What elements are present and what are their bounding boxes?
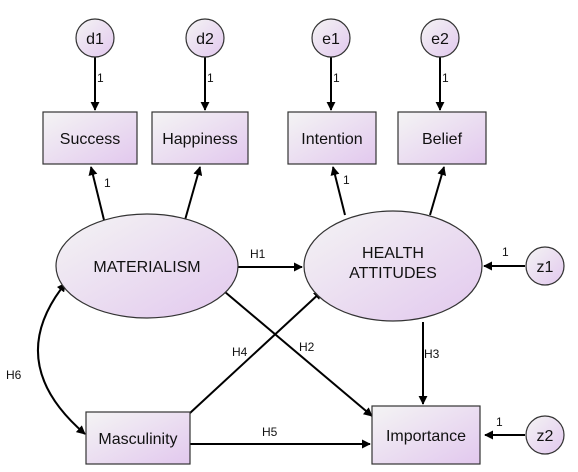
latent-health-label-line1: HEALTH xyxy=(362,245,424,262)
path-label-h1: H1 xyxy=(250,247,266,261)
error-e2: e2 xyxy=(420,18,460,58)
node-importance: Importance xyxy=(371,405,481,465)
path-label-h3: H3 xyxy=(424,347,440,361)
weight-success: 1 xyxy=(104,176,111,190)
latent-materialism-label: MATERIALISM xyxy=(93,259,200,276)
path-label-h2: H2 xyxy=(299,340,315,354)
error-d1: d1 xyxy=(75,18,115,58)
edge-materialism-success xyxy=(88,166,105,221)
latent-health-label-line2: ATTITUDES xyxy=(349,265,437,282)
error-e2-label: e2 xyxy=(431,31,449,48)
latent-materialism: MATERIALISM xyxy=(55,213,239,319)
node-masculinity-label: Masculinity xyxy=(98,431,177,448)
weight-d1: 1 xyxy=(97,71,104,85)
path-label-h5: H5 xyxy=(262,425,278,439)
error-z2: z2 xyxy=(525,415,565,455)
error-d2-label: d2 xyxy=(196,31,214,48)
node-success-label: Success xyxy=(60,131,120,148)
path-label-h4: H4 xyxy=(232,345,248,359)
latent-health-attitudes: HEALTH ATTITUDES xyxy=(303,210,483,322)
error-e1-label: e1 xyxy=(322,31,340,48)
edge-health-intention xyxy=(330,166,346,216)
error-z2-label: z2 xyxy=(537,428,554,445)
error-d1-label: d1 xyxy=(86,31,104,48)
weight-e1: 1 xyxy=(333,71,340,85)
error-d2: d2 xyxy=(185,18,225,58)
edge-health-belief xyxy=(429,166,447,216)
node-success: Success xyxy=(42,111,138,165)
edge-h4 xyxy=(189,290,323,414)
node-belief: Belief xyxy=(397,111,487,165)
error-e1: e1 xyxy=(311,18,351,58)
edge-materialism-happiness xyxy=(184,166,203,221)
weight-d2: 1 xyxy=(207,71,214,85)
error-z1-label: z1 xyxy=(537,259,554,276)
edge-h6 xyxy=(36,282,86,435)
node-importance-label: Importance xyxy=(386,428,466,445)
weight-e2: 1 xyxy=(442,71,449,85)
node-intention: Intention xyxy=(287,111,377,165)
weight-z2: 1 xyxy=(496,415,503,429)
node-happiness-label: Happiness xyxy=(162,131,238,148)
node-intention-label: Intention xyxy=(301,131,362,148)
weight-z1: 1 xyxy=(502,245,509,259)
node-happiness: Happiness xyxy=(151,111,249,165)
edge-h2 xyxy=(224,291,373,417)
weight-intention: 1 xyxy=(343,173,350,187)
path-label-h6: H6 xyxy=(6,368,22,382)
error-z1: z1 xyxy=(525,246,565,286)
node-masculinity: Masculinity xyxy=(85,411,191,465)
node-belief-label: Belief xyxy=(422,131,463,148)
